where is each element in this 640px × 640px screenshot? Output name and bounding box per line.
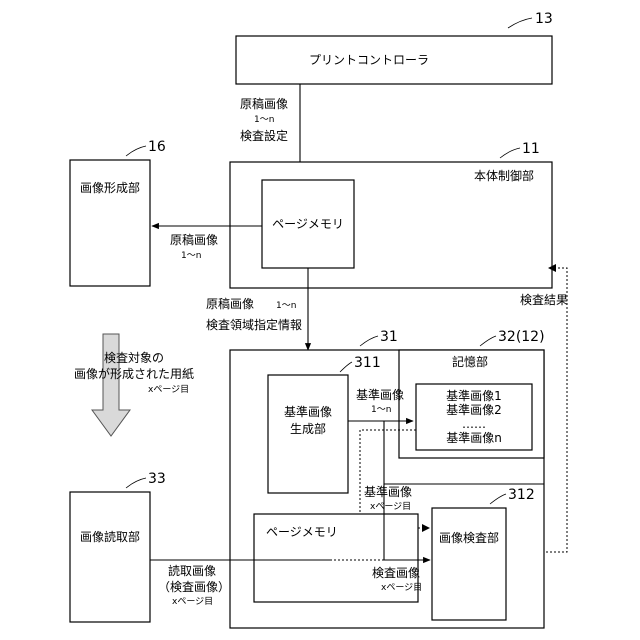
signal-read-image-paren: （検査画像） [158, 580, 230, 594]
signal-area-info: 検査領域指定情報 [206, 317, 302, 332]
paper-label-1: 検査対象の [104, 351, 164, 365]
paper-label-2: 画像が形成された用紙 [74, 366, 194, 381]
signal-original-2-sub: 1〜n [181, 251, 201, 261]
page-memory-top-label: ページメモリ [272, 217, 344, 231]
reference-gen-label-2: 生成部 [290, 421, 326, 436]
ref-13-leader [508, 18, 532, 28]
signal-inspect-image-sub: xページ目 [381, 582, 422, 593]
ref-11: 11 [522, 141, 540, 157]
paper-label-sub: xページ目 [148, 384, 189, 395]
image-forming-label: 画像形成部 [80, 180, 140, 195]
image-reading-label: 画像読取部 [80, 529, 140, 544]
print-controller-label: プリントコントローラ [309, 53, 429, 67]
page-memory-bottom-label: ページメモリ [266, 525, 338, 539]
signal-original-1-sub: 1〜n [254, 115, 274, 125]
ref-31: 31 [380, 329, 398, 345]
signal-inspection-settings: 検査設定 [240, 128, 288, 143]
image-forming-block [70, 160, 150, 286]
paper-flow-arrow [92, 334, 130, 436]
ref-33: 33 [148, 471, 166, 487]
signal-original-3: 原稿画像 [206, 296, 254, 311]
signal-reference-out-sub: 1〜n [371, 405, 391, 415]
image-inspection-label: 画像検査部 [439, 530, 499, 545]
storage-item-n: 基準画像n [446, 430, 502, 445]
ref-311: 311 [354, 355, 381, 371]
image-reading-block [70, 492, 150, 622]
ref-16-leader [126, 146, 146, 156]
signal-reference-x-sub: xページ目 [370, 501, 411, 512]
signal-reference-out: 基準画像 [356, 387, 404, 402]
signal-inspect-image: 検査画像 [372, 566, 420, 580]
signal-reference-x: 基準画像 [364, 484, 412, 499]
storage-item-1: 基準画像1 [446, 388, 502, 403]
signal-result: 検査結果 [520, 293, 568, 307]
ref-31-leader [360, 336, 378, 346]
ref-16: 16 [148, 139, 166, 155]
signal-original-3-sub: 1〜n [276, 301, 296, 311]
ref-312: 312 [508, 487, 535, 503]
signal-original-1: 原稿画像 [240, 96, 288, 111]
ref-33-leader [126, 478, 146, 488]
ref-32-leader [480, 336, 496, 346]
storage-item-2: 基準画像2 [446, 402, 502, 417]
storage-label: 記憶部 [452, 354, 488, 369]
signal-original-2: 原稿画像 [170, 232, 218, 247]
ref-13: 13 [535, 11, 553, 27]
signal-read-image: 読取画像 [168, 563, 216, 578]
body-control-label: 本体制御部 [474, 168, 534, 183]
signal-read-image-sub: xページ目 [172, 596, 213, 607]
storage-item-dots: …… [462, 417, 486, 431]
ref-32: 32(12) [498, 329, 545, 345]
image-inspection-block [432, 508, 506, 620]
reference-gen-label-1: 基準画像 [284, 404, 332, 419]
ref-11-leader [500, 148, 520, 158]
